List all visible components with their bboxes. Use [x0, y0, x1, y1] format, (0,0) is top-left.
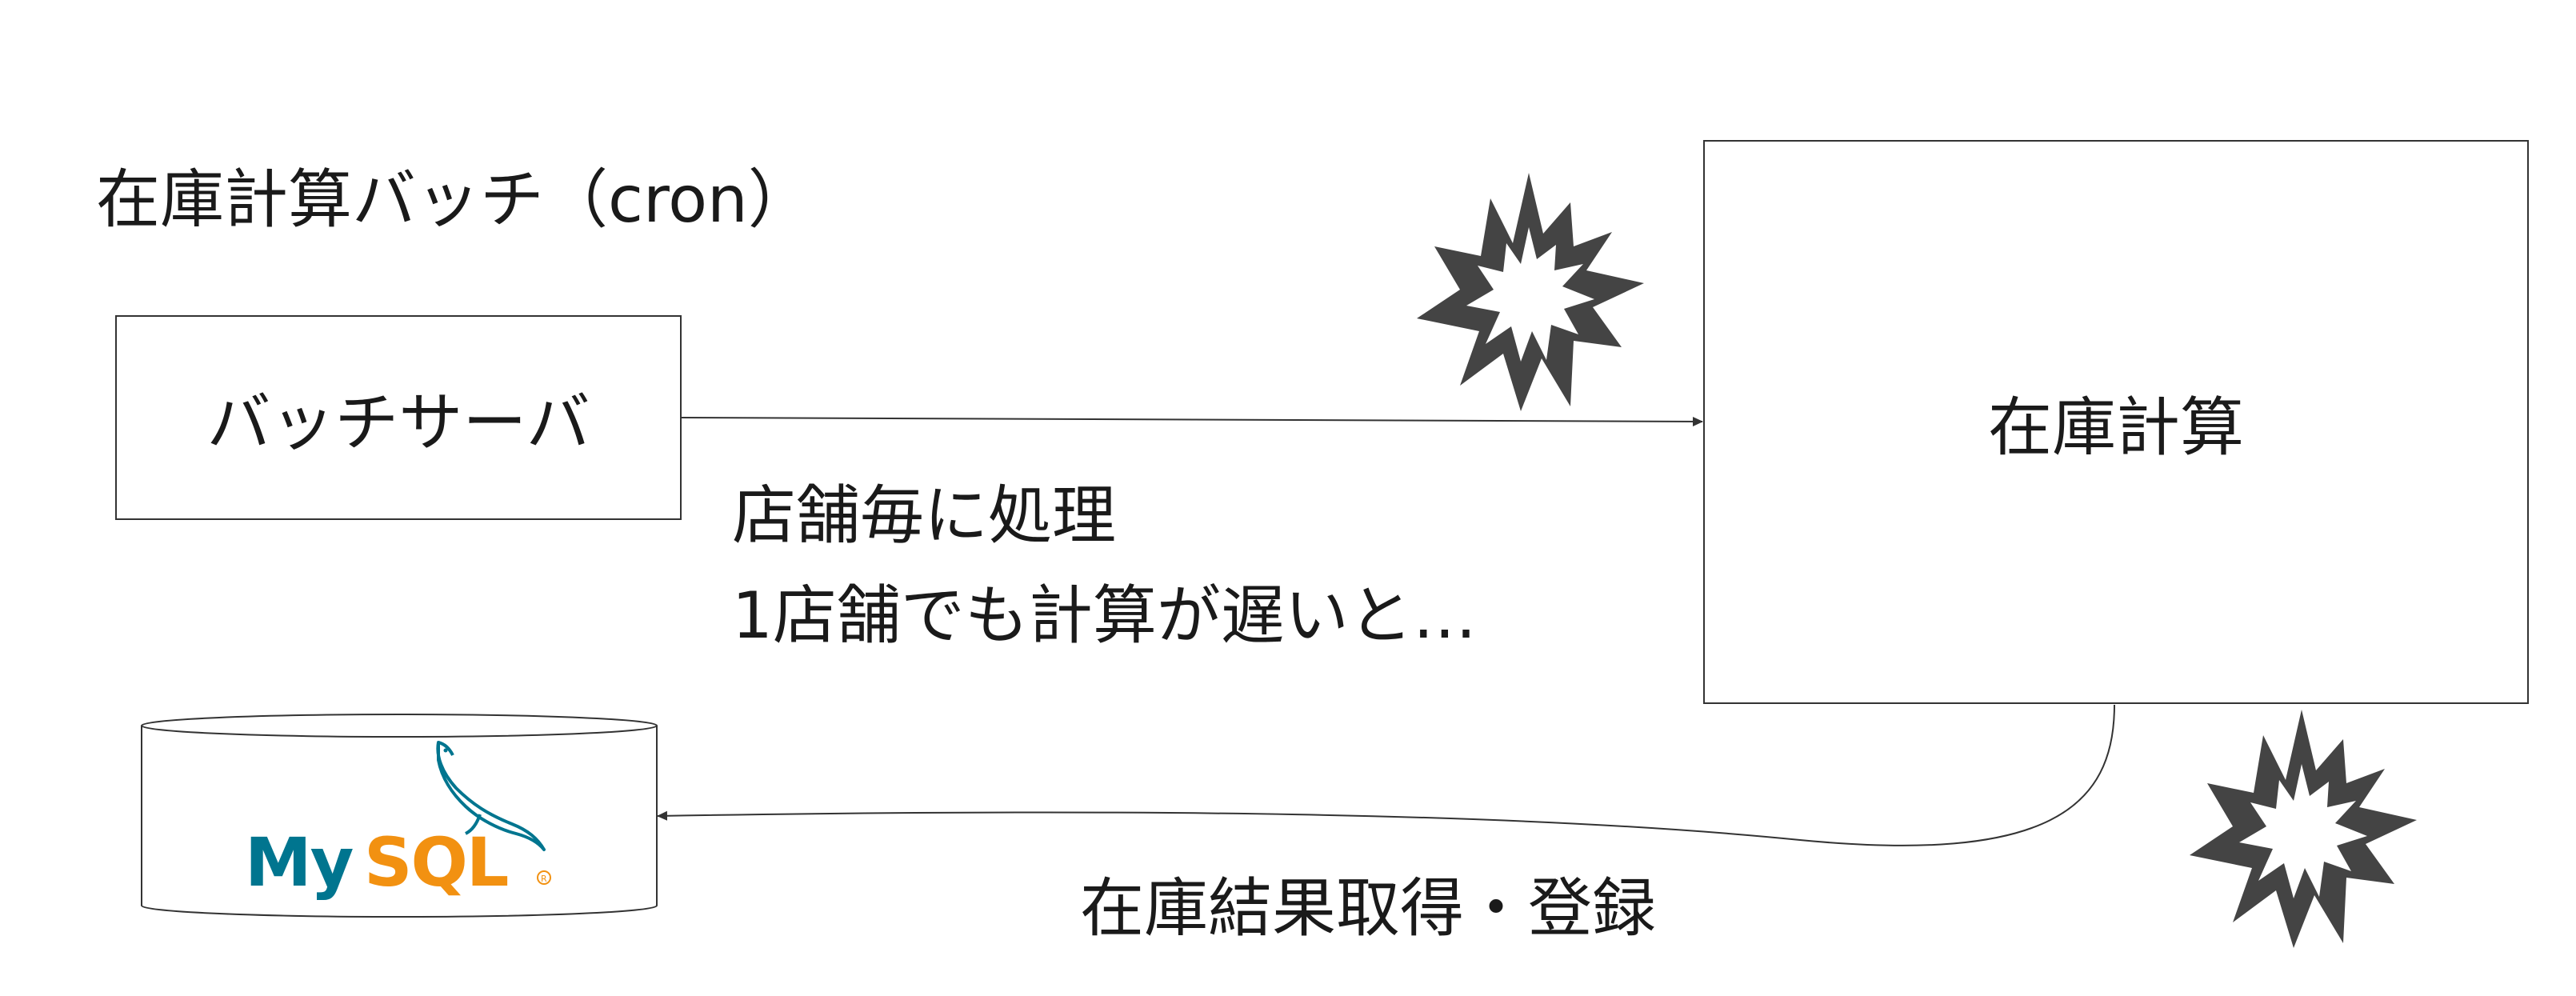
mysql-dolphin-icon [436, 741, 546, 851]
stock-calc-box [1703, 140, 2529, 704]
diagram-title: 在庫計算バッチ（cron） [96, 162, 812, 237]
svg-text:My: My [245, 823, 354, 902]
result-annotation: 在庫結果取得・登録 [1080, 871, 1656, 946]
stock-calc-label: 在庫計算 [1988, 390, 2244, 465]
batch-server-label: バッチサーバ [206, 386, 590, 460]
mysql-database [141, 714, 658, 918]
svg-text:SQL: SQL [364, 823, 508, 902]
explosion-icon-bottom [2190, 710, 2417, 948]
explosion-icon-top [1417, 173, 1644, 411]
result-arrow [657, 704, 2115, 846]
process-arrow [681, 416, 1703, 426]
svg-text:R: R [541, 874, 547, 884]
per-store-annotation-line2: 1店舗でも計算が遅いと… [732, 578, 1477, 653]
batch-server-box [115, 315, 682, 520]
per-store-annotation-line1: 店舗毎に処理 [732, 478, 1116, 553]
mysql-wordmark: My SQL R [245, 823, 551, 902]
